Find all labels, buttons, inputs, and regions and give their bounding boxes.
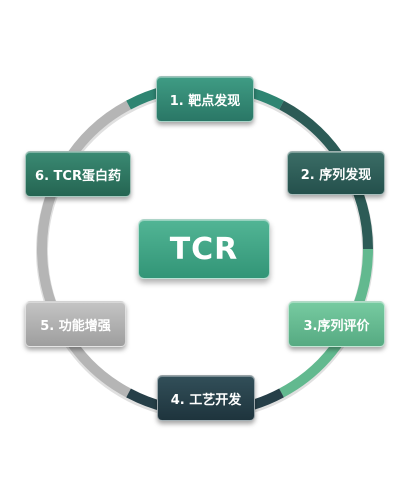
step-label: 3.序列评价 (303, 318, 370, 334)
step-target-discovery: 1. 靶点发现 (156, 76, 254, 122)
step-tcr-protein-drug: 6. TCR蛋白药 (25, 151, 131, 197)
step-label: 1. 靶点发现 (169, 93, 241, 109)
step-process-development: 4. 工艺开发 (157, 375, 255, 421)
step-sequence-discovery: 2. 序列发现 (287, 151, 385, 195)
step-label: 2. 序列发现 (300, 167, 372, 183)
center-label: TCR (169, 231, 239, 267)
center-node-tcr: TCR (138, 219, 270, 279)
step-label: 5. 功能增强 (40, 318, 111, 334)
step-label: 6. TCR蛋白药 (35, 168, 121, 184)
step-function-enhancement: 5. 功能增强 (25, 301, 126, 347)
step-label: 4. 工艺开发 (170, 392, 242, 408)
step-sequence-evaluation: 3.序列评价 (288, 301, 385, 347)
